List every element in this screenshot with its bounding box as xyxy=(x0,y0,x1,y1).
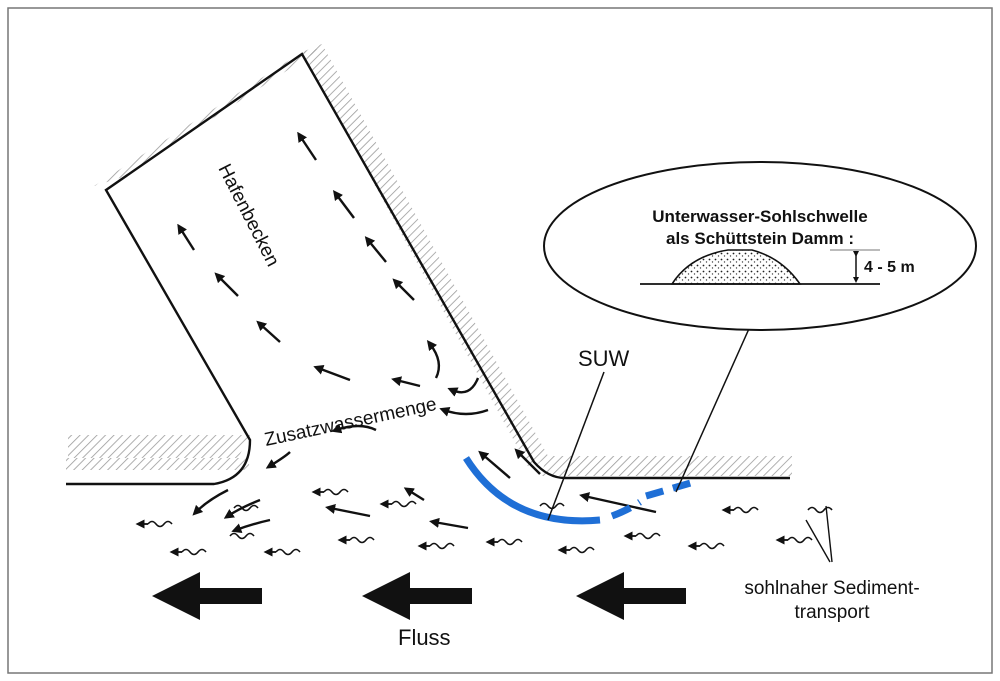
mouth-flow-arrows xyxy=(192,448,657,533)
sediment-squiggles xyxy=(147,488,833,556)
river-arrow-right xyxy=(576,572,686,620)
river-arrow-left xyxy=(152,572,262,620)
suw-sill-structure xyxy=(463,456,695,525)
inset-leader-line xyxy=(675,321,753,493)
extra-water-label: Zusatzwassermenge xyxy=(263,394,439,451)
inset-title-line2: als Schüttstein Damm : xyxy=(666,229,854,248)
sediment-leader-1 xyxy=(805,519,831,563)
rock-dam-icon xyxy=(670,249,802,285)
inset-title-line1: Unterwasser-Sohlschwelle xyxy=(652,207,867,226)
suw-leader-line xyxy=(547,371,605,521)
height-label: 4 - 5 m xyxy=(864,259,915,276)
sediment-label-line1: sohlnaher Sediment- xyxy=(744,578,919,599)
sediment-label-line2: transport xyxy=(795,602,871,623)
sediment-arrows xyxy=(135,487,788,557)
river-flow-arrows xyxy=(152,572,686,620)
suw-label: SUW xyxy=(578,346,630,371)
basin-label: Hafenbecken xyxy=(214,161,284,270)
figure-frame xyxy=(7,7,993,674)
river-label: Fluss xyxy=(398,625,451,650)
bank-hatching xyxy=(66,44,792,476)
inset-callout: Unterwasser-Sohlschwelle als Schüttstein… xyxy=(543,161,977,331)
basin-flow-arrows xyxy=(177,131,489,469)
sediment-leader-2 xyxy=(825,505,833,563)
harbour-basin-outline xyxy=(66,52,790,486)
river-arrow-middle xyxy=(362,572,472,620)
